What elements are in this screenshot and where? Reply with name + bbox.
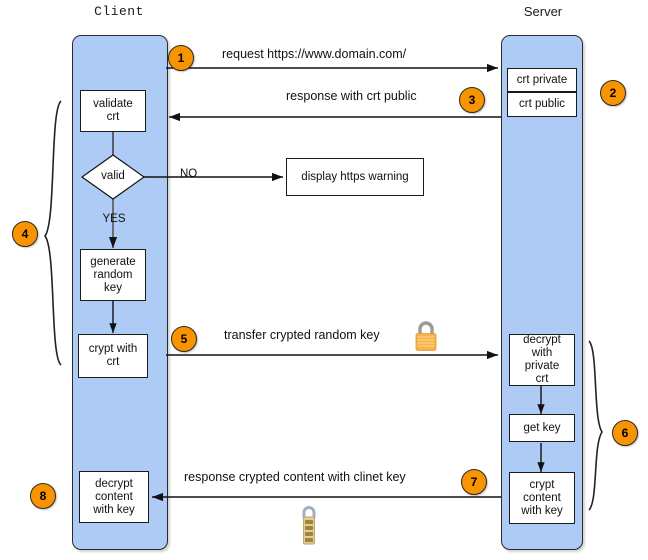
node-crypt-content-with-key: crypt content with key xyxy=(509,472,575,524)
step-badge-5: 5 xyxy=(171,326,197,352)
yes-branch-label: YES xyxy=(102,213,126,225)
node-decrypt-content-with-key: decrypt content with key xyxy=(79,471,149,523)
padlock-icon xyxy=(411,320,441,354)
server-lane-title: Server xyxy=(523,4,563,19)
node-crypt-with-crt: crypt with crt xyxy=(78,334,148,378)
node-crt-public: crt public xyxy=(507,92,577,117)
no-branch-label: NO xyxy=(180,168,198,180)
message-label-5: transfer crypted random key xyxy=(224,328,380,342)
client-lane-title: Client xyxy=(94,4,144,19)
step-badge-4: 4 xyxy=(12,221,38,247)
message-label-3: response with crt public xyxy=(286,89,417,103)
step-badge-8: 8 xyxy=(30,483,56,509)
decision-valid: valid xyxy=(81,154,145,200)
combination-padlock-icon xyxy=(297,503,321,547)
node-decrypt-with-private-crt: decrypt with private crt xyxy=(509,334,575,386)
node-validate-crt: validate crt xyxy=(80,90,146,132)
step-badge-7: 7 xyxy=(461,469,487,495)
node-generate-random-key: generate random key xyxy=(80,249,146,301)
message-label-1: request https://www.domain.com/ xyxy=(222,47,407,61)
node-crt-private: crt private xyxy=(507,68,577,92)
step-badge-1: 1 xyxy=(168,45,194,71)
message-label-7: response crypted content with clinet key xyxy=(184,470,406,484)
node-display-https-warning: display https warning xyxy=(286,158,424,196)
step-badge-2: 2 xyxy=(600,80,626,106)
decision-valid-label: valid xyxy=(101,170,125,182)
step-badge-3: 3 xyxy=(459,87,485,113)
node-get-key: get key xyxy=(509,414,575,442)
step-badge-6: 6 xyxy=(612,420,638,446)
